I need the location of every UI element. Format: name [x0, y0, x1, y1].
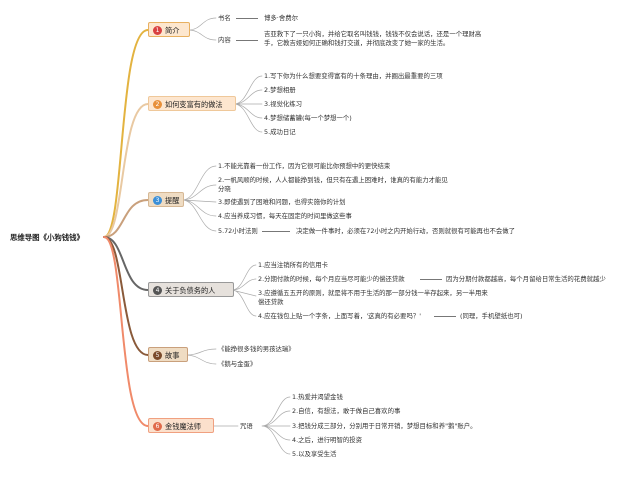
- divider: [236, 40, 258, 41]
- divider: [434, 316, 456, 317]
- installment-note: 因为分期付款都越高，每个月留给日常生活的花费就越少: [446, 275, 606, 283]
- number-three-icon: 3: [153, 196, 162, 205]
- list-item: 5.以及享受生活: [292, 450, 337, 458]
- list-item: 3.把钱分成三部分，分别用于日常开销，梦想目标和养"鹅"账户。: [292, 422, 477, 430]
- list-item: 3.应遵循五五开的原则，就是将不用于生活的那一部分钱一半存起来，另一半用来偿还贷…: [258, 289, 488, 306]
- number-one-icon: 1: [153, 26, 162, 35]
- number-five-icon: 5: [153, 351, 162, 360]
- divider: [262, 231, 290, 232]
- link-root-magician: [103, 236, 149, 427]
- link-root-reminder: [103, 199, 149, 238]
- link-root-intro: [103, 29, 149, 238]
- branch-reminder[interactable]: 3 提醒: [148, 192, 184, 207]
- list-item: 3.即使遇到了困难和问题，也得实施你的计划: [218, 198, 346, 206]
- divider: [420, 279, 442, 280]
- branch-reminder-label: 提醒: [165, 196, 180, 205]
- list-item: 4.应当养成习惯，每天在固定的时间里做这些事: [218, 212, 352, 220]
- spell-label: 咒语: [240, 422, 253, 430]
- branch-how-to-get-rich[interactable]: 2 如何变富有的做法: [148, 96, 236, 111]
- root-label: 思维导图《小狗钱钱》: [10, 233, 84, 242]
- list-item: 2.分期付款的时候，每个月应当尽可能少的偿还贷款: [258, 275, 405, 283]
- list-item: 1.写下你为什么想要变得富有的十条理由，并圈出最重要的三项: [264, 72, 443, 80]
- branch-stories[interactable]: 5 故事: [148, 347, 188, 362]
- link-debt-children: [231, 264, 257, 317]
- list-item: 1.不能光靠着一份工作，因为它很可能比你预想中的更快结束: [218, 162, 391, 170]
- link-howrich-children: [233, 75, 263, 133]
- intro-title-value: 博多·舍费尔: [264, 14, 298, 22]
- rule-note: 决定做一件事时，必须在72小时之内开始行动，否则就很有可能再也不会做了: [296, 227, 516, 235]
- list-item: 1.应当注销所有的信用卡: [258, 261, 329, 269]
- branch-debtors-label: 关于负债务的人: [165, 286, 216, 295]
- branch-intro[interactable]: 1 简介: [148, 22, 190, 37]
- list-item: 4.梦想储蓄罐(每一个梦想一个): [264, 114, 352, 122]
- link-root-debt: [103, 236, 149, 291]
- link-intro-children: [187, 17, 217, 41]
- root-topic[interactable]: 思维导图《小狗钱钱》: [10, 231, 104, 244]
- branch-intro-label: 简介: [165, 26, 180, 35]
- number-two-icon: 2: [153, 100, 162, 109]
- intro-content-label: 内容: [218, 36, 231, 44]
- branch-debtors[interactable]: 4 关于负债务的人: [148, 282, 234, 297]
- list-item: 2.自信，有想法，敢于做自己喜欢的事: [292, 407, 401, 415]
- list-item: 2.梦想相册: [264, 86, 296, 94]
- branch-how-to-get-rich-label: 如何变富有的做法: [165, 100, 223, 109]
- intro-content-value: 吉亚救下了一只小狗，并给它取名叫钱钱，钱钱不仅会说话，还是一个理财高手，它教吉娅…: [264, 30, 482, 47]
- number-four-icon: 4: [153, 286, 162, 295]
- intro-title-label: 书名: [218, 14, 231, 22]
- list-item: 4.之后，进行明智的投资: [292, 436, 363, 444]
- branch-stories-label: 故事: [165, 351, 180, 360]
- link-magician-children: [213, 396, 291, 455]
- link-root-story: [103, 236, 149, 356]
- list-item: 3.视觉化练习: [264, 100, 303, 108]
- list-item: 《能挣很多钱的男孩达瑞》: [218, 345, 295, 353]
- list-item: 5.72小时法则: [218, 227, 258, 235]
- branch-money-magician[interactable]: 6 金钱魔法师: [148, 418, 214, 433]
- list-item: 1.热爱并渴望金钱: [292, 393, 343, 401]
- number-six-icon: 6: [153, 422, 162, 431]
- link-story-children: [185, 348, 217, 365]
- list-item: 2.一帆风顺的时候，人人都能挣到钱，但只有在遇上困难时，谁真的有能力才能见分晓: [218, 176, 448, 193]
- phone-wallpaper-note: (同理，手机壁纸也可): [460, 312, 523, 320]
- link-reminder-children: [181, 165, 217, 232]
- branch-money-magician-label: 金钱魔法师: [165, 422, 201, 431]
- link-root-howrich: [103, 103, 149, 238]
- list-item: 《鹅与金蛋》: [218, 360, 257, 368]
- list-item: 5.成功日记: [264, 128, 296, 136]
- list-item: 4.应在钱包上贴一个字条，上面写着，'这真的有必要吗？': [258, 312, 421, 320]
- divider: [236, 18, 258, 19]
